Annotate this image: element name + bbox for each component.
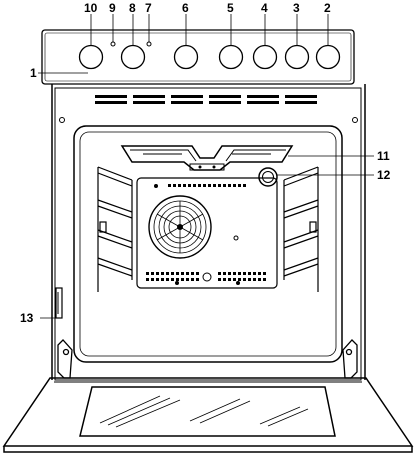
knob-4 [254,46,277,69]
indicator-light-7 [147,42,151,46]
callout-1: 1 [30,66,37,80]
door-hinges [58,340,357,378]
control-panel [42,30,354,84]
hinge-runner [56,288,62,318]
callout-6: 6 [182,1,189,15]
right-shelf-rails [284,167,318,292]
callout-9: 9 [109,1,116,15]
indicator-light-9 [111,42,115,46]
left-shelf-rails [98,167,132,292]
knob-6 [175,46,198,69]
oven-door [4,378,412,452]
convection-fan [149,196,211,258]
knob-3 [286,46,309,69]
oven-lamp [259,168,277,186]
callout-3: 3 [293,1,300,15]
callout-5: 5 [227,1,234,15]
ventilation-slots [95,95,317,104]
knob-10 [80,46,103,69]
callout-4: 4 [261,1,268,15]
back-panel-perforations-top [154,184,246,188]
back-panel-perforations-bottom [146,272,266,285]
callout-13: 13 [20,311,34,325]
knob-2 [317,46,340,69]
callout-11: 11 [377,149,390,163]
callout-8: 8 [129,1,136,15]
callout-10: 10 [84,1,98,15]
callout-2: 2 [324,1,331,15]
callout-7: 7 [145,1,152,15]
oven-cavity [74,126,342,362]
callout-12: 12 [377,168,391,182]
callout-lines [38,14,374,318]
door-glass-reflection [100,396,308,427]
grill-heating-element [122,146,292,170]
knob-8 [122,46,145,69]
knob-5 [220,46,243,69]
